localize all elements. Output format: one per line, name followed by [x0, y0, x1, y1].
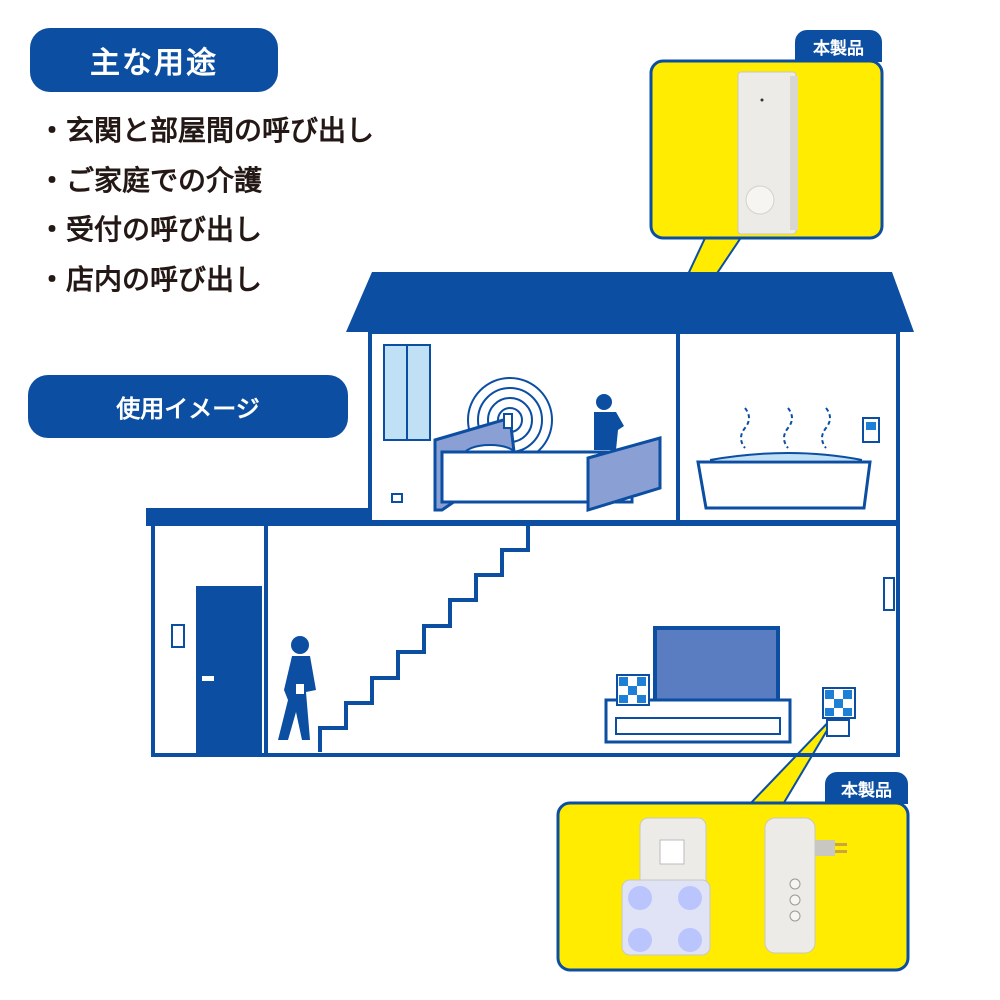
roof	[346, 272, 914, 332]
receiver-side-photo	[764, 817, 847, 954]
lower-eave	[146, 508, 372, 526]
bathtub	[696, 452, 872, 510]
tv	[653, 626, 780, 707]
pushbutton-on-wall	[503, 413, 513, 429]
curtain-window	[383, 344, 431, 441]
steam-icon	[740, 407, 831, 449]
outlet-plug-icon	[391, 493, 403, 503]
pushbutton-transmitter-photo	[737, 71, 798, 235]
product-tag-bottom: 本製品	[825, 772, 908, 804]
usage-item: ・玄関と部屋間の呼び出し	[38, 114, 375, 147]
receiver-front-photo	[621, 817, 711, 956]
usage-item: ・ご家庭での介護	[38, 163, 263, 197]
usage-heading: 主な用途	[30, 28, 278, 92]
usage-item: ・店内の呼び出し	[38, 262, 263, 296]
usage-item: ・受付の呼び出し	[38, 213, 263, 246]
stairs	[318, 526, 530, 752]
wall-switch	[883, 577, 895, 611]
door-chime-button	[171, 624, 185, 648]
tv-stand	[604, 698, 792, 744]
receiver-on-outlet-icon	[822, 687, 856, 737]
lower-floor	[151, 522, 900, 757]
person-walking-icon	[278, 636, 316, 740]
bed	[433, 416, 662, 513]
person-in-bed-icon	[594, 394, 624, 450]
image-heading: 使用イメージ	[28, 375, 348, 438]
bottom-product-callout	[556, 801, 910, 972]
front-door	[196, 586, 262, 755]
usage-list: ・玄関と部屋間の呼び出し ・ご家庭での介護 ・受付の呼び出し ・店内の呼び出し	[38, 108, 374, 306]
receiver-on-stand-icon	[616, 674, 650, 706]
product-tag-top: 本製品	[795, 30, 882, 62]
